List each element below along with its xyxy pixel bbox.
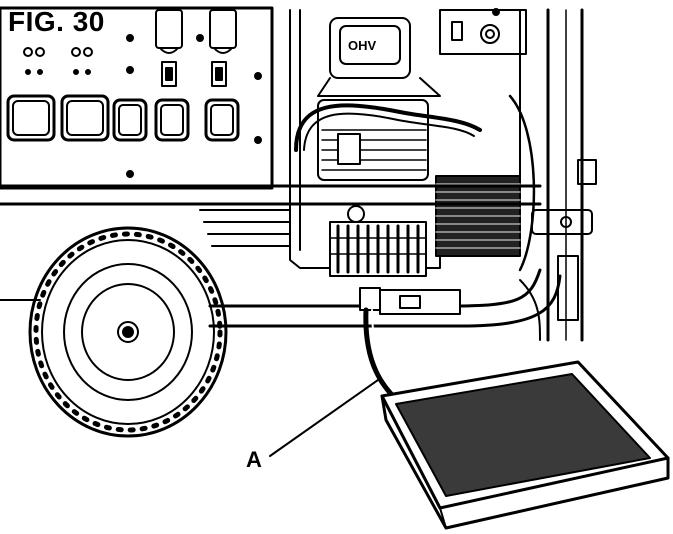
callout-label-a: A [246, 447, 262, 472]
frame [0, 8, 597, 342]
lower-grille [329, 205, 427, 277]
top-switches [126, 9, 262, 87]
control-panel [0, 6, 274, 190]
wheel-icon [28, 226, 228, 438]
figure-title: FIG. 30 [8, 6, 105, 37]
engine-label: OHV [348, 38, 377, 53]
callout-leader-a [269, 379, 379, 457]
cooling-fins [317, 99, 429, 181]
oil-pan-icon [380, 360, 670, 530]
muffler-grille [435, 94, 536, 272]
outlet-icon [6, 94, 262, 178]
breaker-pair-left [23, 47, 45, 75]
engine: OHV [199, 8, 536, 277]
breaker-pair-middle [71, 47, 93, 75]
